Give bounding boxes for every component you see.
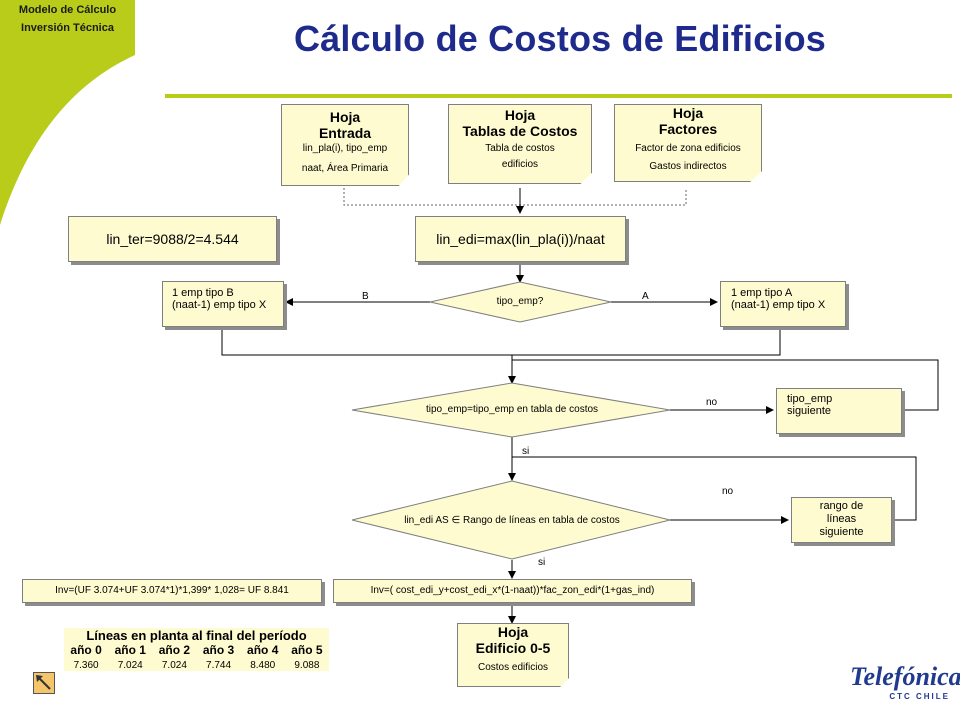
tipo-siguiente-line1: tipo_emp bbox=[787, 393, 833, 405]
year-value: 8.480 bbox=[250, 660, 276, 671]
branch-b: B bbox=[362, 291, 369, 302]
back-arrow-icon bbox=[36, 675, 51, 690]
tipo-a-box: 1 emp tipo A (naat-1) emp tipo X bbox=[720, 281, 846, 327]
sheet-tablas-desc2: edificios bbox=[501, 159, 539, 170]
tipo-siguiente-box: tipo_emp siguiente bbox=[776, 388, 902, 434]
sheet-tablas-desc1: Tabla de costos bbox=[485, 143, 555, 154]
sheet-tablas-costos[interactable]: Hoja Tablas de Costos Tabla de costos ed… bbox=[448, 104, 592, 184]
model-label: Modelo de Cálculo bbox=[18, 4, 117, 16]
sheet-entrada-desc2: naat, Área Primaria bbox=[301, 163, 389, 174]
rango-siguiente-box: rango de líneas siguiente bbox=[791, 497, 892, 543]
lines-table: Líneas en planta al final del período añ… bbox=[64, 628, 329, 671]
year-header: año 1 bbox=[114, 643, 146, 657]
title-divider bbox=[165, 94, 952, 98]
branch-no-2: no bbox=[722, 486, 734, 497]
sheet-tablas-title1: Hoja bbox=[504, 107, 536, 123]
year-value: 7.024 bbox=[117, 660, 143, 671]
sheet-factores[interactable]: Hoja Factores Factor de zona edificios G… bbox=[614, 104, 762, 182]
inv-value-box: Inv=(UF 3.074+UF 3.074*1)*1,399* 1,028= … bbox=[22, 579, 322, 603]
decision-rango-label: lin_edi AS ∈ Rango de líneas en tabla de… bbox=[404, 515, 620, 526]
sheet-entrada-title1: Hoja bbox=[329, 109, 361, 125]
branch-a: A bbox=[642, 291, 649, 302]
year-value: 7.360 bbox=[73, 660, 99, 671]
year-value: 9.088 bbox=[294, 660, 320, 671]
tipo-siguiente-line2: siguiente bbox=[787, 405, 832, 417]
rango-line2: líneas bbox=[826, 513, 857, 525]
tipo-a-line2: (naat-1) emp tipo X bbox=[731, 299, 826, 311]
branch-si-2: si bbox=[538, 557, 546, 568]
year-header: año 5 bbox=[291, 643, 323, 657]
year-value: 7.744 bbox=[206, 660, 232, 671]
tipo-b-box: 1 emp tipo B (naat-1) emp tipo X bbox=[162, 281, 284, 327]
decision-tipo-emp bbox=[429, 281, 612, 323]
sheet-factores-desc2: Gastos indirectos bbox=[649, 161, 727, 172]
decision-tipo-match-label: tipo_emp=tipo_emp en tabla de costos bbox=[425, 404, 599, 415]
section-label: Inversión Técnica bbox=[21, 22, 114, 34]
inv-formula-box: Inv=( cost_edi_y+cost_edi_x*(1-naat))*fa… bbox=[333, 579, 692, 603]
lines-table-caption: Líneas en planta al final del período bbox=[86, 628, 307, 643]
rango-line1: rango de bbox=[819, 500, 864, 512]
sheet-edificio-title1: Hoja bbox=[497, 624, 529, 640]
tipo-b-line2: (naat-1) emp tipo X bbox=[172, 299, 267, 311]
telefonica-logo: Telefónica CTC CHILE bbox=[850, 662, 960, 712]
sheet-entrada-title2: Entrada bbox=[318, 125, 372, 141]
year-header: año 4 bbox=[247, 643, 279, 657]
back-button[interactable] bbox=[33, 672, 55, 694]
sheet-edificio[interactable]: Hoja Edificio 0-5 Costos edificios bbox=[457, 623, 569, 687]
year-value: 7.024 bbox=[161, 660, 187, 671]
tipo-a-line1: 1 emp tipo A bbox=[731, 287, 793, 299]
decision-tipo-emp-label: tipo_emp? bbox=[496, 296, 544, 307]
year-header: año 0 bbox=[70, 643, 102, 657]
logo-word: Telefónica bbox=[850, 662, 960, 691]
year-header: año 3 bbox=[202, 643, 235, 657]
decision-tipo-match bbox=[351, 382, 671, 438]
lin-ter-box: lin_ter=9088/2=4.544 bbox=[68, 216, 277, 262]
sheet-edificio-title2: Edificio 0-5 bbox=[475, 640, 551, 656]
sheet-entrada-desc1: lin_pla(i), tipo_emp bbox=[302, 143, 388, 154]
branch-si-1: si bbox=[522, 446, 530, 457]
decision-rango bbox=[351, 480, 671, 560]
logo-sub: CTC CHILE bbox=[889, 692, 950, 701]
branch-no-1: no bbox=[706, 397, 718, 408]
sheet-edificio-desc1: Costos edificios bbox=[477, 662, 549, 673]
sheet-tablas-title2: Tablas de Costos bbox=[462, 123, 578, 139]
sheet-factores-desc1: Factor de zona edificios bbox=[635, 143, 741, 154]
lin-edi-box: lin_edi=max(lin_pla(i))/naat bbox=[415, 216, 626, 262]
tipo-b-line1: 1 emp tipo B bbox=[172, 287, 234, 299]
sheet-factores-title2: Factores bbox=[658, 121, 718, 137]
rango-line3: siguiente bbox=[819, 526, 864, 538]
sheet-factores-title1: Hoja bbox=[672, 105, 704, 121]
sheet-entrada[interactable]: Hoja Entrada lin_pla(i), tipo_emp naat, … bbox=[281, 104, 409, 186]
corner-decoration bbox=[0, 0, 135, 225]
year-header: año 2 bbox=[158, 643, 191, 657]
page-title: Cálculo de Costos de Edificios bbox=[293, 18, 827, 59]
